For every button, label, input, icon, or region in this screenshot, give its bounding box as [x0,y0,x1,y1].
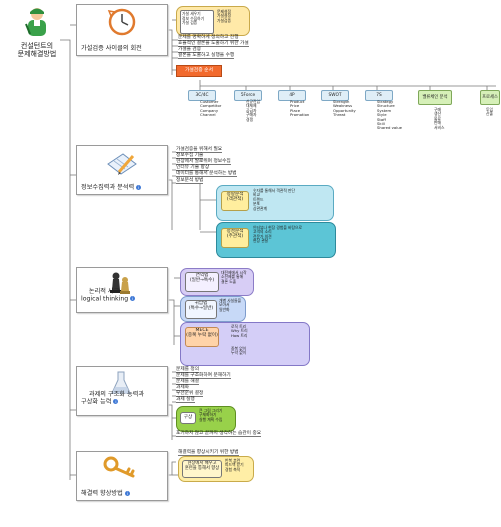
chess-pieces-icon [107,270,133,298]
framework-7s[interactable]: 7S [365,90,393,101]
note-item: 인터뷰 기술 향상 [176,165,210,171]
mece-items: 로직 트리 Why 트리 How 트리 [231,324,248,338]
quantitative-cloud: 정량분석 (객관적) 숫자를 통해서 객관적 판단 비교 트렌드 분포 상관관계 [216,185,334,221]
deduction-cloud: 연역법 (일반→특수) 대전제에서 시작 소전제를 통해 결론 도출 [180,268,254,296]
note-item: 문제를 구조화하여 분해하기 [176,373,231,379]
induction-items: 개별 사실들을 모아서 일반화 [219,298,242,312]
note-item: 결론을 도출하고 실행을 수행 [178,53,235,59]
document-pencil-icon [105,150,139,180]
deduction-items: 대전제에서 시작 소전제를 통해 결론 도출 [221,270,247,284]
info-icon[interactable]: i [113,398,119,404]
note-item: 현장에서 발로뛰며 정보수집 [176,159,231,165]
mece-cloud: MECE (중복 누락 없이) 로직 트리 Why 트리 How 트리 중복 없… [180,322,310,366]
cycle-items: 문제설정 가설설정 가설검증 [217,9,231,23]
key-icon [103,456,139,482]
note-item: 우선순위 결정 [176,391,204,397]
qualitative-cloud: 정성분석 (주관적) 인터뷰나 현장 경험을 바탕으로 고객의 소리 전문가 의… [216,222,336,258]
info-icon[interactable]: i [124,490,130,496]
topic-label: 정보수집력과 분석력 [81,184,135,191]
topic-label: 가설검증 사이클의 회전 [81,45,142,52]
concept-items: 큰 그림 그리기 구체화하기 실행 계획 수립 [199,408,223,422]
cycle-cloud: 가설 세우기 정보 수집하기 가설 검증 문제설정 가설설정 가설검증 [176,6,250,36]
framework-swot[interactable]: SWOT [321,90,349,101]
quantitative-box[interactable]: 정량분석 (객관적) [221,191,249,211]
concept-box[interactable]: 구상 [180,412,196,424]
improvement-box[interactable]: 현장에서 배우고 훈련을 통해서 향상 [182,460,222,478]
consultant-person-icon [23,6,51,38]
topic-hypothesis-cycle[interactable]: 가설검증 사이클의 회전 [76,4,168,56]
root-label: 컨설턴트의 문제해결방법 [17,42,57,58]
note-item: 문제를 정의 [176,367,200,373]
qualitative-box[interactable]: 정성분석 (주관적) [221,228,249,248]
note-item: 해결력을 향상시키기 위한 방법 [178,450,239,456]
highlight-box[interactable]: 가설검증 순서 [176,65,222,77]
note-item: 정보수집 기술 [176,153,204,159]
concept-cloud: 구상 큰 그림 그리기 구체화하기 실행 계획 수립 [176,406,236,432]
improvement-items: 반복 훈련 피드백 받기 경험 축적 [225,458,244,472]
info-icon[interactable]: i [130,295,136,301]
topic-label: 논리적 사고 logical thinking [81,288,129,302]
quantitative-items: 숫자를 통해서 객관적 판단 비교 트렌드 분포 상관관계 [253,188,296,211]
induction-cloud: 귀납법 (특수→일반) 개별 사실들을 모아서 일반화 [180,296,246,322]
note-item: 가설검증을 위해서 필요 [176,147,223,153]
note-item: 문제를 해결 [176,379,200,385]
note-item: 과제화 [176,385,189,391]
topic-label: 해결력 향상방법 [81,490,123,497]
framework-3c4c[interactable]: 3C/4C [188,90,216,101]
note-item: 데이터를 통해서 분석하는 방법 [176,171,237,177]
info-icon[interactable]: i [136,184,142,190]
flask-icon [109,370,133,398]
note-item: 효율적인 결론을 도출하기 위한 가설 [178,41,249,47]
framework-5force[interactable]: 5Force [234,90,262,101]
note-item: 문제를 명확하게 정의하고 진행 [178,35,239,41]
mece-box[interactable]: MECE (중복 누락 없이) [185,327,219,347]
topic-label: 과제의 구조화 능력과 구상화 능력 [81,391,145,405]
induction-box[interactable]: 귀납법 (특수→일반) [185,300,217,319]
clock-cycle-icon [107,7,137,39]
cycle-box[interactable]: 가설 세우기 정보 수집하기 가설 검증 [180,10,214,34]
framework-value-chain[interactable]: 밸류체인 분석 [418,90,452,105]
root-node[interactable]: 컨설턴트의 문제해결방법 [8,4,66,70]
footer-note: 포기하지 않고 끝까지 생각하는 습관이 중요 [176,431,262,437]
qualitative-items: 인터뷰나 현장 경험을 바탕으로 고객의 소리 전문가 의견 현장 관찰 [253,225,303,244]
framework-4p[interactable]: 4P [278,90,306,101]
mece-extra-items: 중복 없이 누락 없이 [231,346,247,356]
improvement-cloud: 현장에서 배우고 훈련을 통해서 향상 반복 훈련 피드백 받기 경험 축적 [178,456,254,482]
note-item: 정보분석 방법 [176,178,204,184]
framework-process[interactable]: 프로세스 [480,90,500,105]
deduction-box[interactable]: 연역법 (일반→특수) [185,272,219,292]
note-item: 과제 실행 [176,397,195,403]
note-item: 가설을 검증 [178,47,202,53]
